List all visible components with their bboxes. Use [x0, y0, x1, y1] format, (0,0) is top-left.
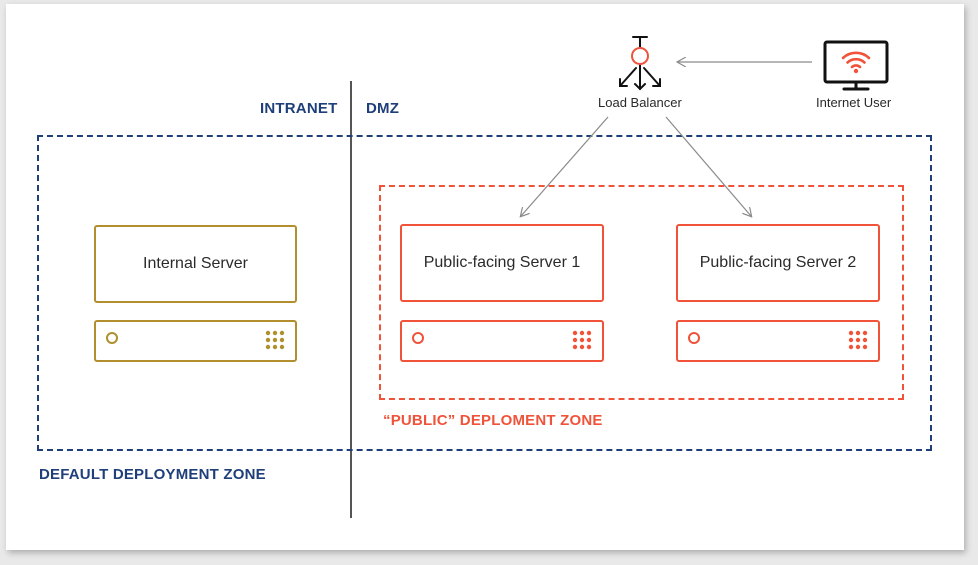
default-zone-label: DEFAULT DEPLOYMENT ZONE	[39, 466, 266, 483]
load-balancer-label: Load Balancer	[598, 95, 682, 110]
monitor-wifi-icon	[823, 40, 889, 91]
public-server-1-label: Public-facing Server 1	[423, 254, 581, 271]
internal-server: Internal Server	[94, 225, 297, 303]
public-zone-label: “PUBLIC” DEPLOMENT ZONE	[383, 412, 603, 429]
dmz-label: DMZ	[366, 100, 400, 117]
public-server-2-rack-unit	[676, 320, 880, 362]
vent-grid-icon	[265, 330, 285, 350]
public-server-2-label: Public-facing Server 2	[699, 254, 857, 271]
connector-arrows	[6, 4, 812, 550]
intranet-dmz-divider	[350, 81, 352, 518]
vent-grid-icon	[848, 330, 868, 350]
internal-server-label: Internal Server	[143, 255, 248, 272]
default-deployment-zone	[37, 135, 932, 451]
diagram-card: INTRANET DMZ DEFAULT DEPLOYMENT ZONE “PU…	[6, 4, 964, 550]
power-led-icon	[412, 332, 424, 344]
internet-user-label: Internet User	[816, 95, 892, 110]
intranet-label: INTRANET	[260, 100, 338, 117]
public-server-2: Public-facing Server 2	[676, 224, 880, 302]
public-server-1-rack-unit	[400, 320, 604, 362]
vent-grid-icon	[572, 330, 592, 350]
internal-server-rack-unit	[94, 320, 297, 362]
load-balancer-icon	[619, 36, 661, 91]
arrow-load-balancer-to-server-1	[521, 116, 609, 216]
arrow-load-balancer-to-server-2	[665, 116, 751, 216]
public-server-1: Public-facing Server 1	[400, 224, 604, 302]
power-led-icon	[688, 332, 700, 344]
public-deployment-zone	[379, 185, 904, 400]
power-led-icon	[106, 332, 118, 344]
